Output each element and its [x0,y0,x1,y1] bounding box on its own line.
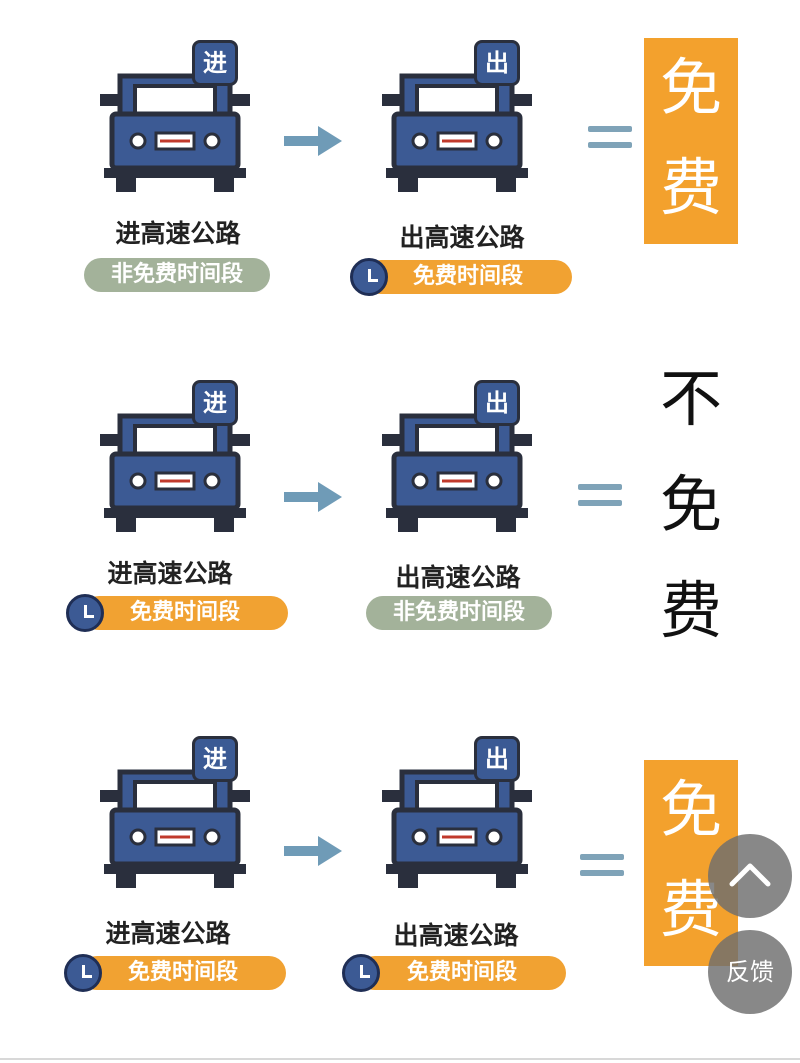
entry-period-badge: 免费时间段 [80,956,286,990]
exit-period-badge: 免费时间段 [364,260,572,294]
equals-icon [588,122,632,152]
entry-badge: 进 [192,736,238,782]
exit-period-badge: 免费时间段 [358,956,566,990]
car-icon [100,769,250,888]
entry-road-label: 进高速公路 [107,559,233,588]
car-icon [100,73,250,192]
arrow-right-icon [284,836,342,866]
exit-car: 出 [382,734,532,894]
exit-badge: 出 [474,736,520,782]
entry-period-badge: 非免费时间段 [84,258,270,292]
exit-road-label: 出高速公路 [393,921,519,950]
entry-road-label: 进高速公路 [115,219,241,248]
clock-icon [66,594,104,632]
exit-badge: 出 [474,40,520,86]
entry-badge: 进 [192,380,238,426]
entry-period-badge: 免费时间段 [82,596,288,630]
exit-road-label: 出高速公路 [399,223,525,252]
result-free-box: 免 费 [644,38,738,244]
arrow-right-icon [284,482,342,512]
car-icon [382,769,532,888]
exit-car: 出 [382,378,532,538]
car-icon [382,413,532,532]
scroll-to-top-button[interactable] [708,834,792,918]
car-icon [382,73,532,192]
equals-icon [578,480,622,510]
exit-road-label: 出高速公路 [395,563,521,592]
exit-car: 出 [382,38,532,198]
chevron-up-icon [729,863,771,887]
entry-car: 进 [100,38,250,198]
bottom-divider [0,1058,800,1060]
result-not-free-text: 不 免 费 [659,362,722,647]
feedback-button[interactable]: 反馈 [708,930,792,1014]
entry-car: 进 [100,378,250,538]
exit-badge: 出 [474,380,520,426]
clock-icon [64,954,102,992]
arrow-right-icon [284,126,342,156]
exit-period-badge: 非免费时间段 [366,596,552,630]
clock-icon [350,258,388,296]
result-free-box: 免 费 [644,760,738,966]
entry-road-label: 进高速公路 [105,919,231,948]
equals-icon [580,850,624,880]
rule-row-2: 进 出 不 免 费 进高速公路 出高速公路 免费时间段 非免费时间段 [0,340,800,680]
rule-row-3: 进 出 免 费 进高速公路 出高速公路 免费时间段 免费时间段 [0,690,800,1030]
entry-car: 进 [100,734,250,894]
car-icon [100,413,250,532]
clock-icon [342,954,380,992]
rule-row-1: 进 出 免 费 进高速公路 出高速公路 非免费时间段 免费时间段 [0,0,800,340]
entry-badge: 进 [192,40,238,86]
